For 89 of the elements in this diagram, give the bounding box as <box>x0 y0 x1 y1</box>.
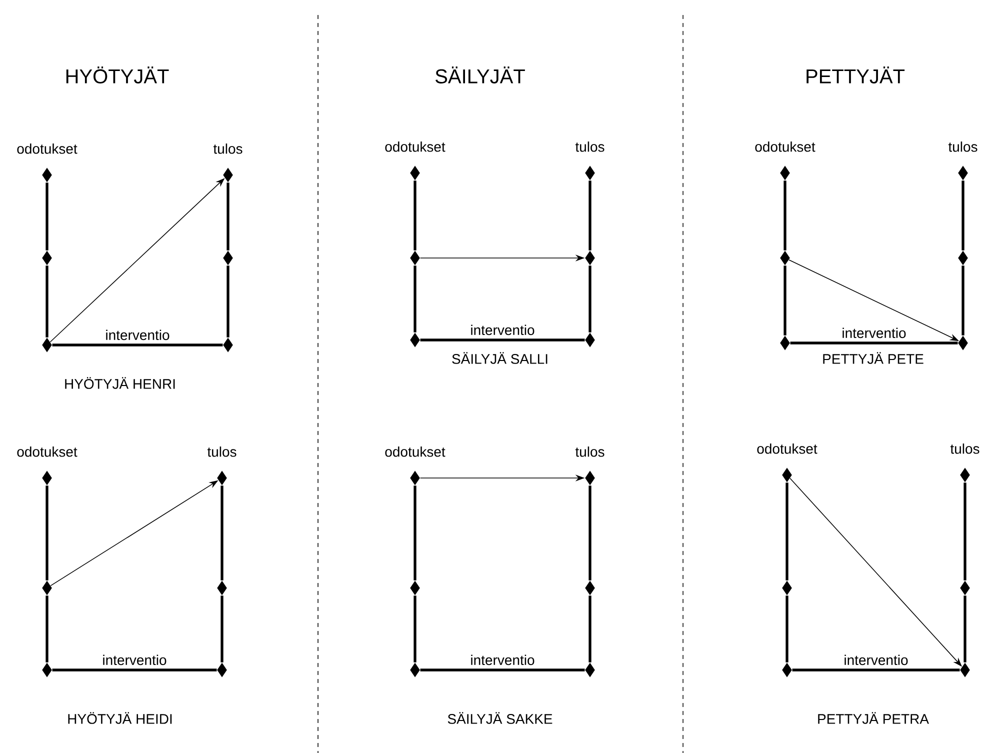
edge-label: interventio <box>844 654 908 666</box>
axis-label: tulos <box>948 142 978 152</box>
caption: HYÖTYJÄ HEIDI <box>68 712 172 724</box>
edge-label: interventio <box>471 654 534 666</box>
axis-line <box>588 180 592 250</box>
diamond-marker <box>585 662 595 678</box>
axis-line <box>220 596 224 662</box>
diamond-marker <box>42 250 52 266</box>
axis-line <box>226 182 230 250</box>
edge-label: interventio <box>103 654 166 666</box>
axis-label: odotukset <box>17 446 78 457</box>
diamond-marker <box>585 166 595 180</box>
caption: SÄILYJÄ SALLI <box>452 352 548 364</box>
diamond-marker <box>42 580 52 596</box>
axis-line <box>414 180 416 250</box>
axis-label: tulos <box>950 444 980 454</box>
axis-line <box>786 596 788 662</box>
axis-label: tulos <box>207 446 236 457</box>
diamond-marker <box>42 662 52 678</box>
axis-line <box>588 596 592 662</box>
diamond-marker <box>217 662 227 678</box>
column-heading: PETTYJÄT <box>806 66 905 84</box>
axis-line <box>964 482 966 580</box>
axis-line <box>46 182 48 250</box>
axis-line <box>790 342 958 344</box>
diamond-marker <box>782 468 792 482</box>
diamond-marker <box>42 470 52 486</box>
axis-label: odotukset <box>385 142 446 152</box>
diamond-marker <box>960 468 970 482</box>
axis-line <box>46 596 48 662</box>
diamond-marker <box>410 250 420 266</box>
diamond-marker <box>410 332 420 348</box>
axis-line <box>52 344 223 346</box>
axis-line <box>226 266 230 338</box>
diamond-marker <box>782 580 792 596</box>
diamond-marker <box>42 338 52 352</box>
diamond-marker <box>780 166 790 180</box>
diamond-marker <box>410 580 420 596</box>
axis-line <box>46 486 48 580</box>
axis-line <box>588 266 592 332</box>
diamond-marker <box>960 580 970 596</box>
axis-line <box>420 668 585 672</box>
axis-line <box>414 486 416 580</box>
caption: PETTYJÄ PETRA <box>818 712 929 724</box>
axis-label: odotukset <box>757 444 818 454</box>
diamond-marker <box>223 250 233 266</box>
axis-line <box>786 482 788 580</box>
diamond-marker <box>780 250 790 266</box>
diamond-marker <box>585 332 595 348</box>
diamond-marker <box>217 580 227 596</box>
axis-label: odotukset <box>17 144 78 154</box>
axis-label: tulos <box>575 142 604 152</box>
axis-line <box>414 596 416 662</box>
diamond-marker <box>223 168 233 182</box>
axis-line <box>784 180 786 250</box>
diamond-marker <box>958 166 968 180</box>
diamond-marker <box>585 580 595 596</box>
diamond-marker <box>223 338 233 352</box>
axis-line <box>46 266 48 338</box>
axis-line <box>792 668 960 672</box>
caption: HYÖTYJÄ HENRI <box>65 377 175 389</box>
axis-line <box>964 596 966 662</box>
edge-label: interventio <box>471 324 534 336</box>
column-heading: HYÖTYJÄT <box>66 66 169 84</box>
edge-label: interventio <box>842 328 906 338</box>
caption: SÄILYJÄ SAKKE <box>448 712 552 724</box>
axis-line <box>962 180 964 250</box>
axis-label: odotukset <box>755 142 816 152</box>
axis-line <box>784 266 786 336</box>
axis-label: tulos <box>213 144 242 154</box>
axis-label: odotukset <box>385 446 446 457</box>
diamond-marker <box>960 662 970 678</box>
diamond-marker <box>782 662 792 678</box>
diamond-marker <box>410 166 420 180</box>
axis-line <box>220 486 224 580</box>
axis-line <box>962 266 964 336</box>
axis-line <box>52 668 217 672</box>
edge-label: interventio <box>106 330 170 340</box>
diamond-marker <box>410 662 420 678</box>
column-heading: SÄILYJÄT <box>436 66 525 84</box>
diamond-marker <box>780 336 790 350</box>
axis-line <box>414 266 416 332</box>
axis-line <box>588 486 592 580</box>
diamond-marker <box>410 470 420 486</box>
diamond-marker <box>958 250 968 266</box>
diamond-marker <box>42 168 52 182</box>
axis-label: tulos <box>575 446 604 457</box>
caption: PETTYJÄ PETE <box>823 352 924 364</box>
axis-line <box>420 338 585 342</box>
